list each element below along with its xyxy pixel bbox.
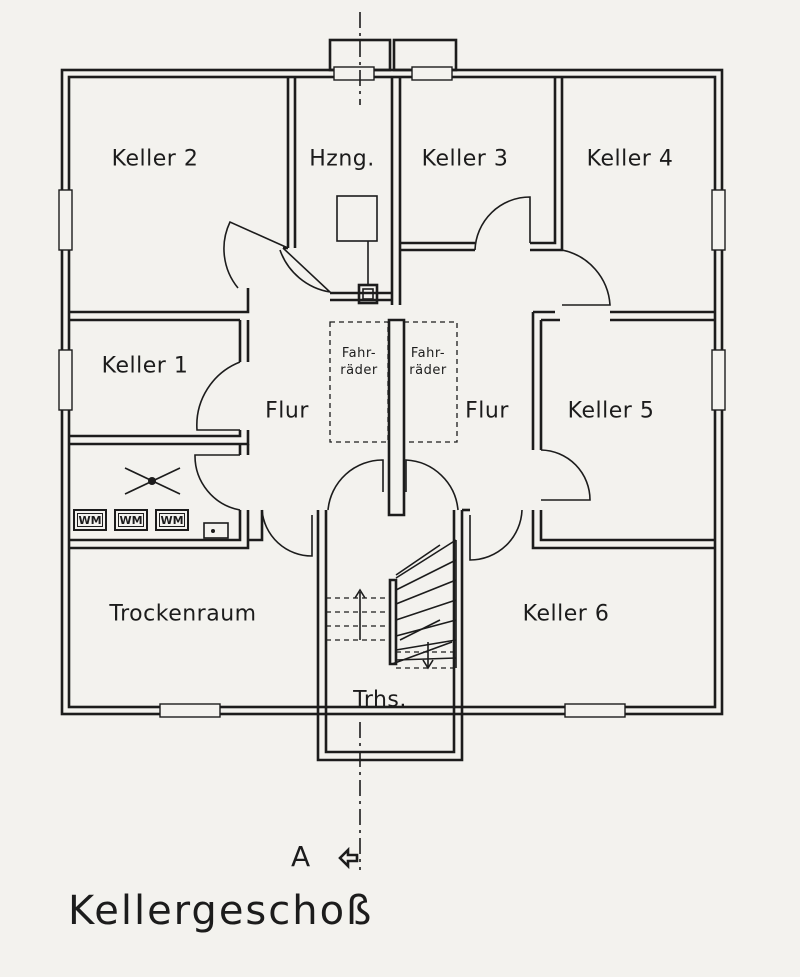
- room-label-flur-left: Flur: [265, 398, 309, 424]
- room-label-heating: Hzng.: [309, 146, 375, 172]
- sink: [203, 522, 229, 539]
- chimney-shafts: [328, 38, 458, 72]
- room-label-keller-5: Keller 5: [567, 398, 655, 424]
- room-label-stairhouse: Trhs.: [353, 687, 407, 713]
- section-marker-label: A: [291, 840, 311, 873]
- bike-label-right-line1: Fahr-: [410, 346, 446, 361]
- room-label-keller-4: Keller 4: [586, 146, 674, 172]
- interior-walls: [69, 77, 715, 550]
- room-label-keller-3: Keller 3: [421, 146, 509, 172]
- room-label-keller-1: Keller 1: [101, 353, 189, 379]
- section-line: [338, 12, 361, 870]
- windows: [58, 66, 726, 718]
- ceiling-light: [124, 467, 181, 495]
- bike-label-left-line1: Fahr-: [341, 346, 377, 361]
- room-label-flur-right: Flur: [465, 398, 509, 424]
- room-label-keller-6: Keller 6: [522, 601, 610, 627]
- washing-machine-1: WM: [73, 509, 107, 531]
- plan-title: Kellergeschoß: [68, 888, 374, 934]
- room-label-trockenraum: Trockenraum: [109, 601, 257, 627]
- bike-area-label-right: Fahr- räder: [409, 345, 446, 379]
- staircase: [326, 539, 457, 670]
- bike-label-right-line2: räder: [409, 363, 447, 378]
- room-label-keller-2: Keller 2: [111, 146, 199, 172]
- bike-area-outlines: [329, 321, 458, 443]
- stairhouse-walls: [316, 510, 464, 762]
- bike-label-left-line2: räder: [340, 363, 378, 378]
- boiler: [336, 195, 379, 305]
- washing-machine-2: WM: [114, 509, 148, 531]
- bike-area-label-left: Fahr- räder: [340, 345, 377, 379]
- doors: [194, 196, 611, 561]
- washing-machine-3: WM: [155, 509, 189, 531]
